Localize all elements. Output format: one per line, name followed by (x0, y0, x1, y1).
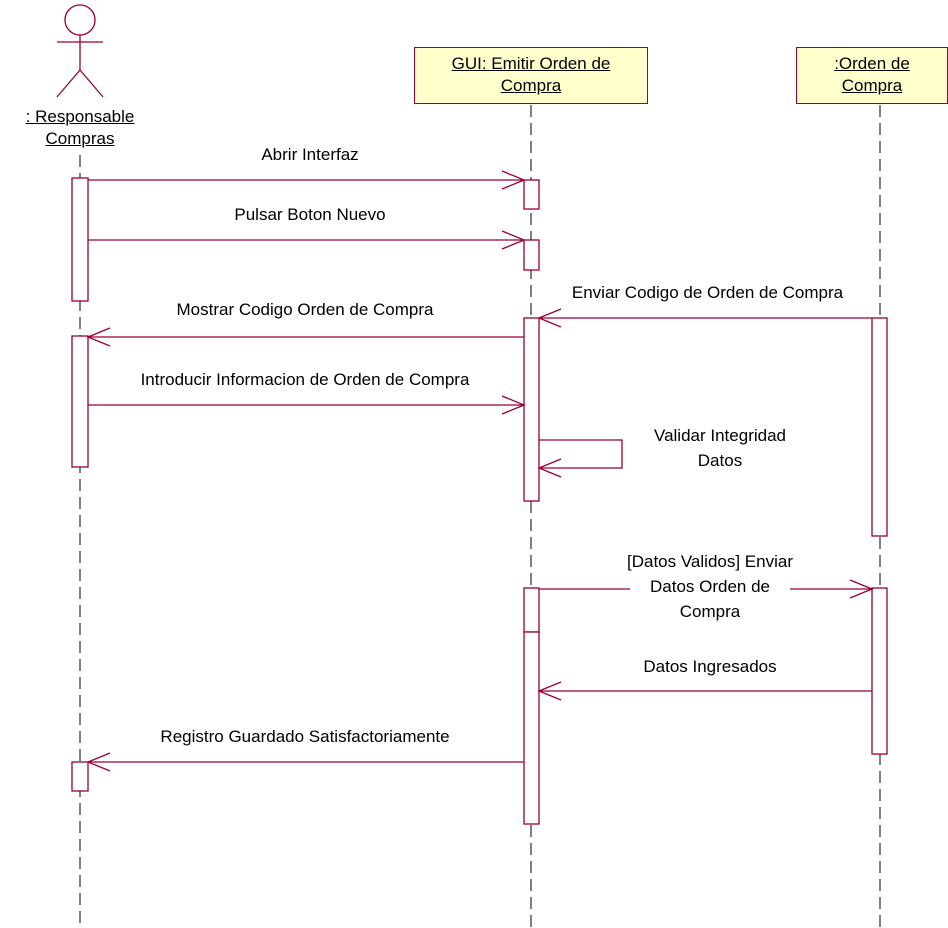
object-orden-line1: :Orden de (834, 54, 910, 73)
activation-gui-3 (523, 317, 540, 502)
activation-actor-1 (71, 177, 89, 302)
object-orden-de-compra: :Orden de Compra (796, 47, 948, 104)
message-arrow-3 (537, 308, 872, 328)
message-label-2: Pulsar Boton Nuevo (234, 205, 386, 224)
message-label-1: Abrir Interfaz (261, 145, 359, 164)
actor-name: : Responsable Compras (0, 106, 160, 150)
activation-gui-2 (523, 239, 540, 271)
object-gui-emitir-orden: GUI: Emitir Orden de Compra (414, 47, 648, 104)
message-arrow-7 (539, 579, 874, 599)
activation-orden-2 (871, 587, 888, 755)
message-arrow-6-self (537, 439, 623, 478)
actor-name-line1: : Responsable (25, 107, 135, 126)
message-label-6: Validar Integridad Datos (620, 423, 820, 473)
message-label-7-line1: [Datos Validos] Enviar (627, 552, 793, 571)
activation-actor-3 (71, 761, 89, 792)
actor-stick-figure-icon (56, 4, 104, 98)
object-orden-line2: Compra (841, 76, 903, 95)
activation-gui-5 (523, 631, 540, 825)
message-arrow-1 (88, 170, 526, 190)
message-label-6-line2: Datos (697, 451, 743, 470)
activation-orden-1 (871, 317, 888, 537)
actor-name-line2: Compras (45, 129, 115, 148)
message-label-7: [Datos Validos] Enviar Datos Orden de Co… (590, 549, 830, 624)
message-label-7-line3: Compra (679, 602, 741, 621)
message-label-4: Mostrar Codigo Orden de Compra (176, 300, 434, 319)
message-label-9: Registro Guardado Satisfactoriamente (160, 727, 450, 746)
message-arrow-4 (86, 327, 524, 347)
message-arrow-8 (537, 681, 872, 701)
message-arrow-9 (86, 752, 524, 772)
activation-gui-1 (523, 179, 540, 210)
message-label-8: Datos Ingresados (643, 657, 777, 676)
object-gui-line1: GUI: Emitir Orden de (451, 54, 611, 73)
message-arrow-5 (88, 395, 526, 415)
activation-actor-2 (71, 335, 89, 468)
message-label-5: Introducir Informacion de Orden de Compr… (140, 370, 470, 389)
message-label-6-line1: Validar Integridad (654, 426, 786, 445)
message-label-3: Enviar Codigo de Orden de Compra (571, 283, 844, 302)
object-gui-line2: Compra (500, 76, 562, 95)
activation-gui-4 (523, 587, 540, 633)
message-arrow-2 (88, 230, 526, 250)
message-label-7-line2: Datos Orden de (649, 577, 770, 596)
